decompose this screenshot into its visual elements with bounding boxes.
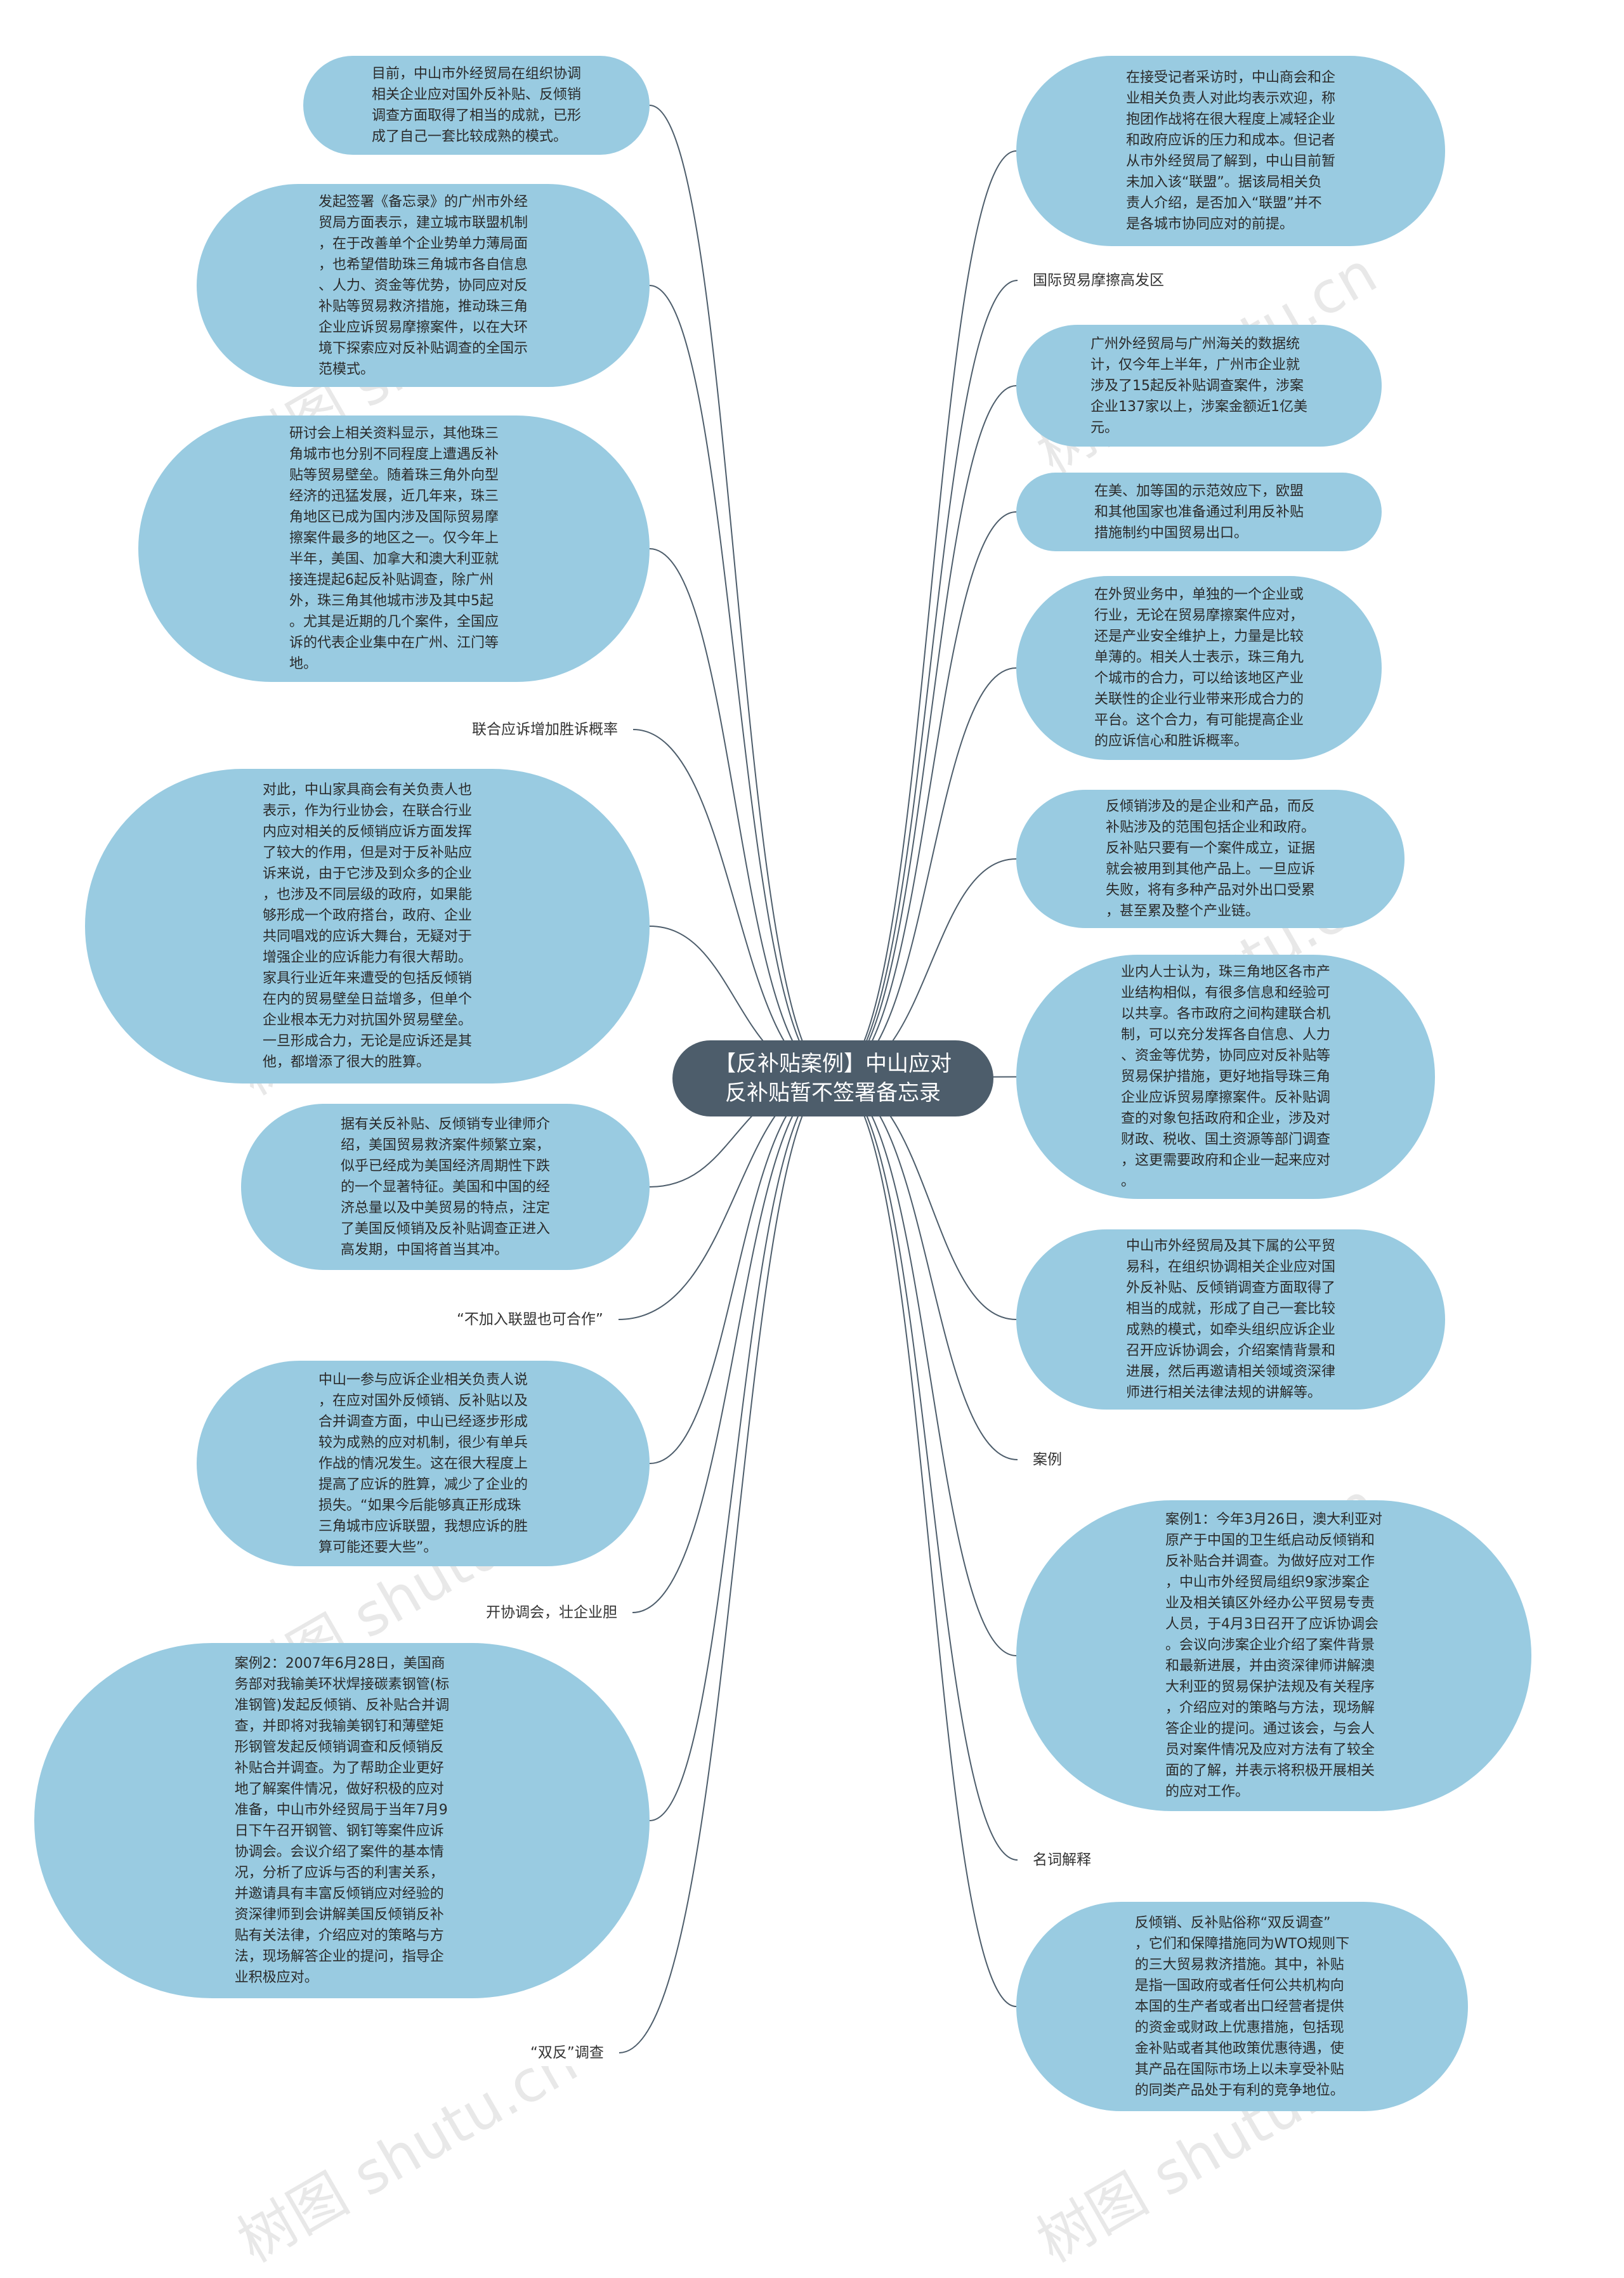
left-node-7-text: 案例2：2007年6月28日，美国商 务部对我输美环状焊接碳素钢管(标 准钢管)… — [234, 1656, 450, 1986]
right-node-3[interactable]: 在美、加等国的示范效应下，欧盟 和其他国家也准备通过利用反补贴 措施制约中国贸易… — [1016, 473, 1382, 551]
right-node-7-text: 中山市外经贸局及其下属的公平贸 易科，在组织协调相关企业应对国 外反补贴、反倾销… — [1125, 1238, 1335, 1401]
left-tag-3[interactable]: 开协调会，壮企业胆 — [471, 1599, 632, 1626]
connector-line — [832, 150, 1017, 1079]
right-node-4[interactable]: 在外贸业务中，单独的一个企业或 行业，无论在贸易摩擦案件应对， 还是产业安全维护… — [1016, 576, 1382, 760]
connector-line — [649, 1078, 834, 1464]
connector-line — [832, 280, 1018, 1079]
connector-line — [649, 285, 834, 1079]
right-node-2-text: 广州外经贸局与广州海关的数据统 计，仅今年上半年，广州市企业就 涉及了15起反补… — [1090, 336, 1307, 436]
left-node-4-text: 对此，中山家具商会有关负责人也 表示，作为行业协会，在联合行业 内应对相关的反倾… — [262, 782, 472, 1070]
left-node-5[interactable]: 据有关反补贴、反倾销专业律师介 绍，美国贸易救济案件频繁立案， 似乎已经成为美国… — [241, 1104, 650, 1270]
connector-line — [619, 1078, 834, 2053]
right-node-2[interactable]: 广州外经贸局与广州海关的数据统 计，仅今年上半年，广州市企业就 涉及了15起反补… — [1016, 325, 1382, 447]
connector-line — [832, 1078, 1018, 1460]
connector-line — [832, 1078, 1018, 1861]
central-topic[interactable]: 【反补贴案例】中山应对 反补贴暂不签署备忘录 — [672, 1040, 993, 1116]
right-node-5-text: 反倾销涉及的是企业和产品，而反 补贴涉及的范围包括企业和政府。 反补贴只要有一个… — [1105, 799, 1315, 919]
right-tag-2[interactable]: 案例 — [1018, 1446, 1077, 1473]
right-node-1[interactable]: 在接受记者采访时，中山商会和企 业相关负责人对此均表示欢迎，称 抱团作战将在很大… — [1016, 56, 1445, 246]
left-node-6-text: 中山一参与应诉企业相关负责人说 ，在应对国外反倾销、反补贴以及 合并调查方面，中… — [318, 1371, 528, 1555]
left-node-3-text: 研讨会上相关资料显示，其他珠三 角城市也分别不同程度上遭遇反补 贴等贸易壁垒。随… — [289, 426, 499, 672]
right-node-5[interactable]: 反倾销涉及的是企业和产品，而反 补贴涉及的范围包括企业和政府。 反补贴只要有一个… — [1016, 790, 1405, 928]
left-node-7[interactable]: 案例2：2007年6月28日，美国商 务部对我输美环状焊接碳素钢管(标 准钢管)… — [34, 1643, 650, 1998]
connector-line — [649, 1078, 834, 1821]
left-node-1-text: 目前，中山市外经贸局在组织协调 相关企业应对国外反补贴、反倾销 调查方面取得了相… — [371, 66, 581, 145]
left-node-5-text: 据有关反补贴、反倾销专业律师介 绍，美国贸易救济案件频繁立案， 似乎已经成为美国… — [340, 1116, 550, 1258]
right-tag-3[interactable]: 名词解释 — [1018, 1847, 1106, 1873]
connector-line — [832, 511, 1017, 1079]
left-node-3[interactable]: 研讨会上相关资料显示，其他珠三 角城市也分别不同程度上遭遇反补 贴等贸易壁垒。随… — [138, 416, 650, 682]
connector-line — [649, 105, 834, 1079]
right-node-3-text: 在美、加等国的示范效应下，欧盟 和其他国家也准备通过利用反补贴 措施制约中国贸易… — [1094, 483, 1304, 541]
right-node-8-text: 案例1：今年3月26日，澳大利亚对 原产于中国的卫生纸启动反倾销和 反补贴合并调… — [1165, 1512, 1382, 1800]
left-node-2-text: 发起签署《备忘录》的广州市外经 贸局方面表示，建立城市联盟机制 ，在于改善单个企… — [318, 193, 528, 377]
right-node-8[interactable]: 案例1：今年3月26日，澳大利亚对 原产于中国的卫生纸启动反倾销和 反补贴合并调… — [1016, 1500, 1531, 1811]
left-tag-4[interactable]: “双反”调查 — [515, 2039, 619, 2066]
left-node-1[interactable]: 目前，中山市外经贸局在组织协调 相关企业应对国外反补贴、反倾销 调查方面取得了相… — [303, 56, 650, 155]
right-node-7[interactable]: 中山市外经贸局及其下属的公平贸 易科，在组织协调相关企业应对国 外反补贴、反倾销… — [1016, 1229, 1445, 1410]
left-node-2[interactable]: 发起签署《备忘录》的广州市外经 贸局方面表示，建立城市联盟机制 ，在于改善单个企… — [197, 184, 650, 387]
right-node-6-text: 业内人士认为，珠三角地区各市产 业结构相似，有很多信息和经验可 以共享。各市政府… — [1120, 964, 1330, 1189]
right-node-6[interactable]: 业内人士认为，珠三角地区各市产 业结构相似，有很多信息和经验可 以共享。各市政府… — [1016, 955, 1435, 1199]
left-tag-1[interactable]: 联合应诉增加胜诉概率 — [457, 716, 633, 743]
connector-line — [632, 729, 834, 1079]
right-node-1-text: 在接受记者采访时，中山商会和企 业相关负责人对此均表示欢迎，称 抱团作战将在很大… — [1125, 70, 1335, 232]
right-node-4-text: 在外贸业务中，单独的一个企业或 行业，无论在贸易摩擦案件应对， 还是产业安全维护… — [1094, 587, 1304, 749]
left-node-6[interactable]: 中山一参与应诉企业相关负责人说 ，在应对国外反倾销、反补贴以及 合并调查方面，中… — [197, 1361, 650, 1566]
right-node-9-text: 反倾销、反补贴俗称“双反调查” ，它们和保障措施同为WTO规则下 的三大贸易救济… — [1134, 1915, 1350, 2098]
left-node-4[interactable]: 对此，中山家具商会有关负责人也 表示，作为行业协会，在联合行业 内应对相关的反倾… — [85, 769, 650, 1083]
connector-line — [832, 667, 1017, 1079]
right-node-9[interactable]: 反倾销、反补贴俗称“双反调查” ，它们和保障措施同为WTO规则下 的三大贸易救济… — [1016, 1902, 1468, 2111]
right-tag-1[interactable]: 国际贸易摩擦高发区 — [1018, 267, 1179, 294]
connector-line — [832, 1078, 1017, 2007]
left-tag-2[interactable]: “不加入联盟也可合作” — [442, 1306, 619, 1333]
connector-line — [832, 1078, 1017, 1656]
connector-line — [632, 1078, 834, 1613]
connector-line — [832, 385, 1017, 1079]
central-topic-label: 【反补贴案例】中山应对 反补贴暂不签署备忘录 — [714, 1051, 952, 1106]
